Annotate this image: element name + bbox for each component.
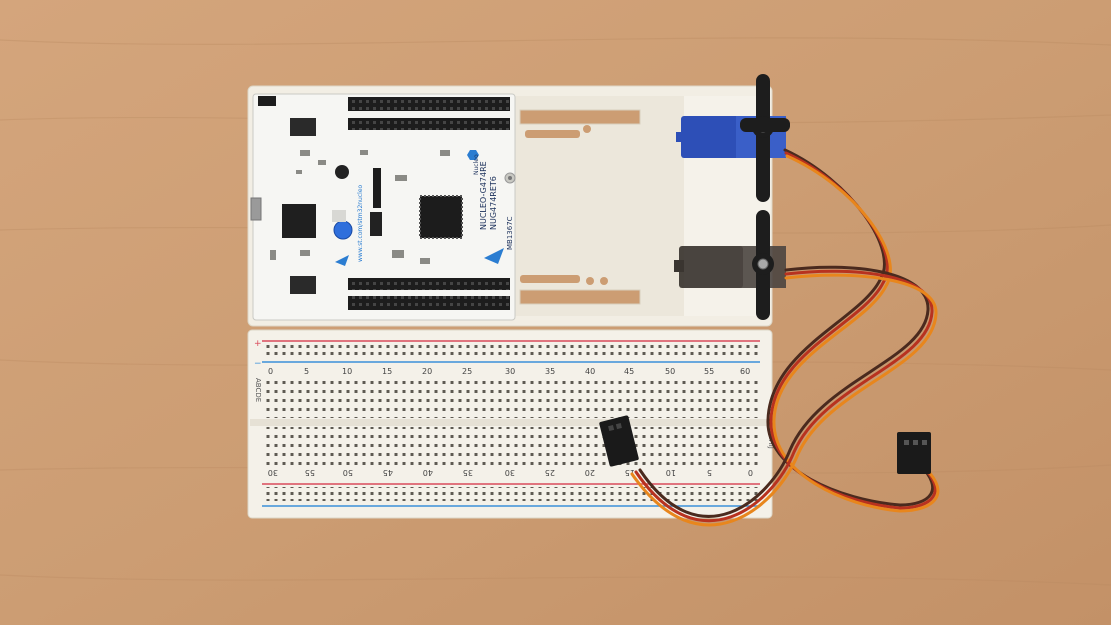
header-top-inner [348,118,510,130]
col-num: 40 [585,367,595,376]
column-numbers-bottom: 30 55 50 45 40 35 30 25 20 15 10 5 0 [268,468,753,477]
black-button [335,165,349,179]
servo-cable-2 [630,265,938,527]
col-num: 30 [268,468,278,477]
col-num: 35 [545,367,555,376]
row-letters-top: ABCDE [254,378,262,402]
rail-plus-label: + [254,339,262,349]
holder-slot-mid [525,130,580,138]
reset-button [333,220,353,240]
col-num: 20 [585,468,595,477]
servo-blue [676,74,790,202]
col-num: 5 [304,367,309,376]
col-num: 5 [707,468,712,477]
header-bottom [348,296,510,310]
col-num: 25 [462,367,472,376]
holder-hole [583,125,591,133]
board-url-label: www.st.com/stm32nucleo [357,184,364,262]
col-num: 0 [268,367,273,376]
board-model-label: NUCLEO-G474RE [479,161,488,230]
breadboard: + − 0 5 10 15 20 25 30 35 40 45 50 55 60… [247,329,775,519]
col-num: 40 [423,468,433,477]
nucleo-board: NUCLEO-G474RE NUG474RET6 MB1367C Nucleo … [250,93,516,321]
header-top [348,97,510,111]
mcu-chip [419,195,463,239]
column-numbers-top: 0 5 10 15 20 25 30 35 40 45 50 55 60 [268,367,750,376]
pin-header-vertical [373,168,381,208]
col-num: 45 [383,468,393,477]
col-num: 45 [624,367,634,376]
center-channel [250,419,770,426]
jumper-block [290,118,316,136]
servo-cable-1 [766,148,940,513]
board-brand-label: Nucleo [473,154,480,175]
col-num: 55 [305,468,315,477]
jumper [258,96,276,106]
terminal-strip-bottom [264,427,760,467]
rail-minus-label: − [254,359,262,369]
servo-dark [674,210,786,320]
col-num: 35 [463,468,473,477]
usb-port [250,197,262,221]
col-num: 10 [342,367,352,376]
stlink-chip [282,204,316,238]
col-num: 10 [666,468,676,477]
holder-slot-low [520,275,580,283]
dupont-connector-2 [897,432,931,474]
col-num: 15 [382,367,392,376]
holder-slot-bottom [519,289,641,305]
jumper-block-2 [290,276,316,294]
col-num: 30 [505,367,515,376]
header-bottom-inner [348,278,510,290]
col-num: 0 [748,468,753,477]
col-num: 20 [422,367,432,376]
col-num: 15 [625,468,635,477]
st-logo-icon [335,248,504,266]
col-num: 30 [505,468,515,477]
col-num: 50 [665,367,675,376]
holder-slot-top [519,109,641,125]
board-part-label: NUG474RET6 [489,176,498,230]
col-num: 25 [545,468,555,477]
board-ref-label: MB1367C [506,216,514,250]
servo-screw-2 [757,258,769,270]
snowflake-logo-icon [467,150,479,160]
col-num: 60 [740,367,750,376]
col-num: 55 [704,367,714,376]
dupont-connector [599,415,639,467]
terminal-strip-top [264,378,760,418]
col-num: 50 [343,468,353,477]
